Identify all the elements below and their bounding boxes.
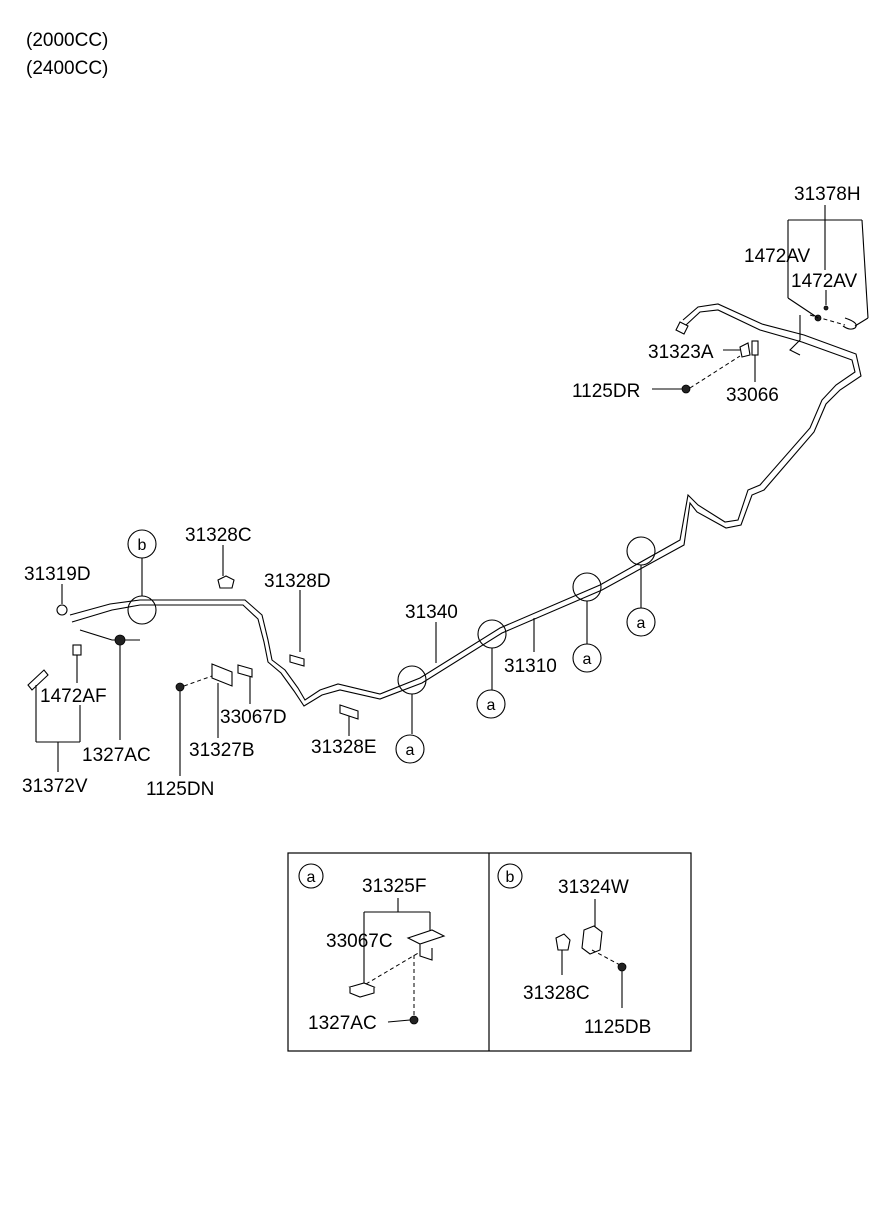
- clip-part: [72, 644, 82, 656]
- engine-variant-2400cc: (2400CC): [26, 58, 109, 79]
- label-31327B: 31327B: [189, 740, 255, 761]
- detail-a: a 31325F 33067C 1327AC: [298, 863, 446, 1034]
- callout-a-letter-3: a: [583, 651, 592, 668]
- detail-b-marker: b: [506, 869, 515, 886]
- detail-b-bracket: [581, 925, 603, 955]
- label-1472AV-2: 1472AV: [791, 271, 858, 292]
- detail-a-nut: [409, 1015, 419, 1025]
- detail-b-label-1125DB: 1125DB: [584, 1017, 651, 1038]
- label-1472AV-1: 1472AV: [744, 246, 811, 267]
- fuel-pipe-assembly: [69, 303, 862, 707]
- part-labels: 31378H 1472AV 1472AV 31323A 1125DR 33066…: [22, 184, 861, 800]
- callout-a-letter-4: a: [637, 615, 646, 632]
- label-31310: 31310: [504, 656, 557, 677]
- bolt-1125DR: [681, 384, 691, 394]
- detail-b-bolt: [617, 962, 627, 972]
- label-31378H: 31378H: [794, 184, 861, 205]
- bracket-31327B: [211, 663, 233, 687]
- engine-variant-2000cc: (2000CC): [26, 30, 109, 51]
- clip-33067D: [237, 664, 253, 678]
- hose-part: [27, 669, 49, 691]
- callout-a-letter-2: a: [487, 697, 496, 714]
- detail-b-clip: [555, 933, 571, 951]
- label-33066: 33066: [726, 385, 779, 406]
- callout-b-letter: b: [138, 537, 147, 554]
- label-33067D: 33067D: [220, 707, 287, 728]
- small-parts: [27, 305, 857, 720]
- label-31328E: 31328E: [311, 737, 377, 758]
- zone-circle-a-4: [626, 536, 656, 566]
- detail-panel: a 31325F 33067C 1327AC b 31324W: [287, 852, 692, 1052]
- zone-circle-a-1: [397, 665, 427, 695]
- label-1472AF: 1472AF: [40, 686, 107, 707]
- clip-33066: [751, 340, 759, 356]
- detail-a-marker: a: [307, 869, 316, 886]
- nut-part: [114, 634, 126, 646]
- detail-b-label-31324W: 31324W: [558, 877, 629, 898]
- detail-a-label-1327AC: 1327AC: [308, 1013, 377, 1034]
- label-31372V: 31372V: [22, 776, 88, 797]
- clip-31328E: [339, 704, 359, 720]
- callout-a-letter-1: a: [406, 742, 415, 759]
- detail-a-label-33067C: 33067C: [326, 931, 393, 952]
- detail-a-bracket: [406, 929, 446, 945]
- o-ring-part: [56, 604, 68, 616]
- detail-b-label-31328C: 31328C: [523, 983, 590, 1004]
- label-1125DN: 1125DN: [146, 779, 214, 800]
- label-1125DR: 1125DR: [572, 381, 640, 402]
- label-31328D: 31328D: [264, 571, 331, 592]
- callout-b-circle: [127, 529, 157, 559]
- pipe-clamp-zones: [127, 536, 656, 695]
- label-31340: 31340: [405, 602, 458, 623]
- zone-circle-a-2: [477, 619, 507, 649]
- detail-b: b 31324W 31328C 1125DB: [497, 863, 651, 1038]
- label-31323A: 31323A: [648, 342, 714, 363]
- label-1327AC: 1327AC: [82, 745, 151, 766]
- callout-markers: b a a a a: [127, 529, 656, 764]
- clip-31328D: [289, 654, 305, 667]
- detail-a-label-31325F: 31325F: [362, 876, 426, 897]
- label-31319D: 31319D: [24, 564, 91, 585]
- bracket-31323A: [739, 342, 751, 358]
- clip-31328C: [217, 575, 235, 589]
- leader-lines: [35, 205, 869, 776]
- label-31328C: 31328C: [185, 525, 252, 546]
